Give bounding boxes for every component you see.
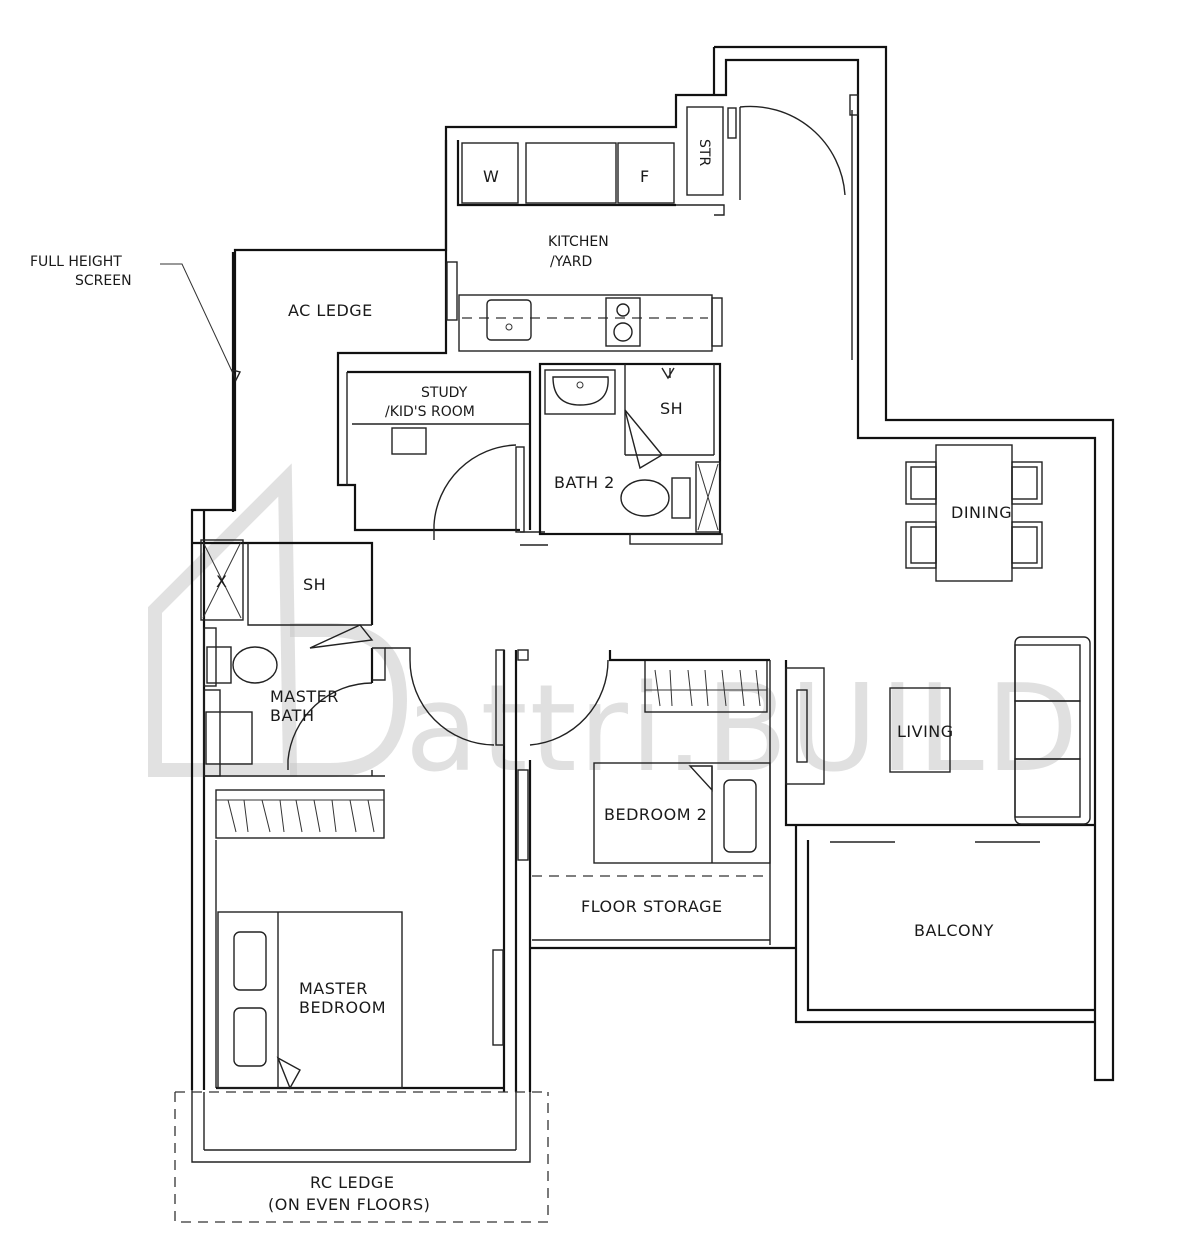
label-bath-2: BATH 2 bbox=[554, 473, 615, 492]
label-full-height-screen: FULL HEIGHT bbox=[30, 254, 122, 270]
label-fridge: F bbox=[640, 167, 650, 186]
label-living: LIVING bbox=[897, 722, 954, 741]
label-screen: SCREEN bbox=[75, 273, 132, 289]
master-bath bbox=[192, 539, 386, 777]
bedroom-2 bbox=[529, 650, 825, 945]
label-on-even-floors: (ON EVEN FLOORS) bbox=[268, 1195, 430, 1214]
label-store: STR bbox=[696, 139, 712, 166]
study-desk bbox=[391, 427, 427, 455]
screen-leader-arrow bbox=[230, 368, 242, 382]
label-ac-ledge: AC LEDGE bbox=[288, 301, 373, 320]
bath-2 bbox=[538, 362, 723, 545]
shower-head-icon bbox=[661, 367, 675, 380]
kitchen bbox=[446, 94, 859, 360]
dining-set bbox=[905, 444, 1043, 582]
label-bath2-shower: SH bbox=[660, 399, 683, 418]
fridge-box bbox=[617, 142, 675, 204]
label-rc-ledge: RC LEDGE bbox=[310, 1173, 394, 1192]
corridor-doors bbox=[385, 647, 529, 1046]
kitchen-counter bbox=[458, 294, 713, 352]
master-bedroom-door-swing bbox=[409, 659, 495, 746]
label-bedroom-2: BEDROOM 2 bbox=[604, 805, 707, 824]
watermark-text: attri.BUILD bbox=[405, 660, 1080, 799]
watermark-d-glyph bbox=[290, 623, 408, 777]
bath2-toilet bbox=[620, 479, 670, 517]
washer-box bbox=[461, 142, 519, 204]
label-bedroom: BEDROOM bbox=[299, 998, 386, 1017]
master-bath-cabinet bbox=[200, 539, 244, 621]
rc-ledge bbox=[174, 1090, 549, 1223]
bedroom2-door-swing bbox=[529, 659, 609, 746]
coffee-table bbox=[889, 687, 951, 773]
stove-icon bbox=[605, 297, 641, 347]
room-labels: FULL HEIGHT SCREEN AC LEDGE KITCHEN /YAR… bbox=[30, 139, 1012, 1214]
master-pillow-1 bbox=[233, 931, 267, 991]
living bbox=[830, 636, 1091, 843]
watermark: attri.BUILD bbox=[148, 463, 1080, 799]
master-toilet bbox=[232, 646, 278, 684]
master-wardrobe bbox=[215, 789, 385, 839]
bath2-basin bbox=[544, 369, 616, 415]
label-master-bath: MASTER bbox=[270, 687, 339, 706]
bedroom2-bed bbox=[593, 762, 771, 864]
counter-box bbox=[525, 142, 617, 204]
label-balcony: BALCONY bbox=[914, 921, 994, 940]
label-master-bath-shower: SH bbox=[303, 575, 326, 594]
store-box bbox=[686, 106, 724, 196]
label-master-bedroom: MASTER bbox=[299, 979, 368, 998]
master-bed bbox=[217, 911, 403, 1090]
watermark-house-icon bbox=[148, 463, 298, 777]
master-bath-door-swing bbox=[287, 682, 373, 770]
screen-leader-line bbox=[160, 263, 237, 381]
dining-table bbox=[935, 444, 1013, 582]
sink-icon bbox=[486, 299, 532, 341]
label-kids-room: /KID'S ROOM bbox=[385, 404, 475, 420]
master-basin bbox=[205, 711, 253, 765]
label-study: STUDY bbox=[421, 385, 468, 401]
label-floor-storage: FLOOR STORAGE bbox=[581, 897, 723, 916]
label-master-bath-x: X bbox=[216, 572, 227, 591]
label-washer: W bbox=[483, 167, 499, 186]
study-door-swing bbox=[433, 444, 517, 540]
shower-door bbox=[624, 409, 664, 470]
tv-console bbox=[785, 667, 825, 785]
label-bath: BATH bbox=[270, 706, 314, 725]
master-pillow-2 bbox=[233, 1007, 267, 1067]
bedroom2-pillow bbox=[723, 779, 757, 853]
entry-door-swing bbox=[739, 105, 846, 196]
label-yard: /YARD bbox=[550, 254, 592, 270]
bath2-cabinet bbox=[695, 461, 721, 533]
label-kitchen: KITCHEN bbox=[548, 234, 609, 250]
label-dining: DINING bbox=[951, 503, 1012, 522]
